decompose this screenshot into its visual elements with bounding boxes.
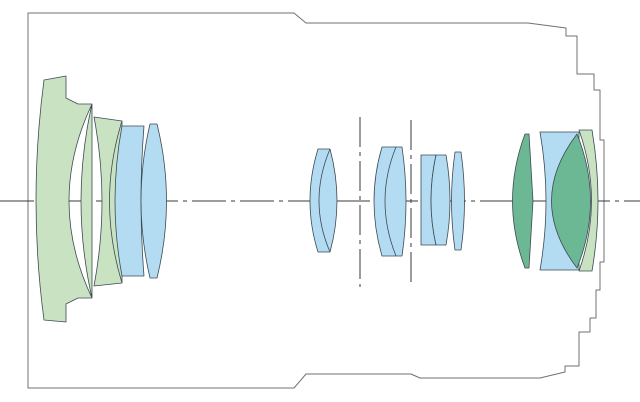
rear-element-4-green [578, 129, 599, 272]
front-element-2 [93, 116, 123, 287]
front-element-2-inner-curve [109, 120, 123, 284]
focus-element-3 [451, 151, 465, 251]
middle-element-2-curve [384, 146, 397, 257]
front-element-3 [114, 125, 145, 277]
rear-element-1-dark [512, 133, 534, 269]
middle-element-2 [373, 146, 407, 257]
front-meniscus-element [35, 75, 93, 323]
focus-element-2 [430, 154, 451, 246]
rear-element-3-dark [551, 133, 591, 269]
front-element-4 [140, 123, 167, 279]
middle-element-1 [309, 148, 338, 253]
lens-barrel-outline [27, 12, 605, 389]
middle-element-1-curve [318, 148, 331, 253]
